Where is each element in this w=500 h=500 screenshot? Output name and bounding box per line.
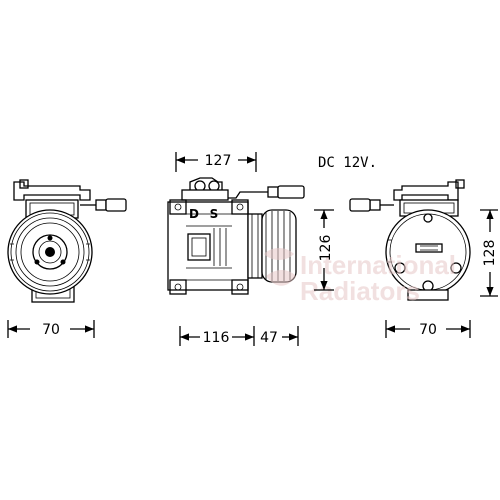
left-view-compressor <box>7 179 127 303</box>
dim-body-width-label: 116 <box>203 330 230 346</box>
watermark: International Radiators <box>264 248 456 306</box>
rear-view-compressor <box>349 179 471 301</box>
dimension-front-top-width: 127 <box>175 152 257 172</box>
dimension-left-width: 70 <box>7 320 95 338</box>
port-label-discharge: D <box>189 207 199 221</box>
front-view-compressor: D S <box>167 177 305 295</box>
watermark-line-2: Radiators <box>300 276 420 306</box>
dim-left-width-label: 70 <box>42 322 60 338</box>
dim-front-height-label: 126 <box>318 235 334 262</box>
voltage-label: DC 12V. <box>318 155 377 171</box>
dimension-front-bottom: 116 47 <box>179 326 299 346</box>
dim-rear-width-label: 70 <box>419 322 437 338</box>
dimension-rear-width: 70 <box>385 320 471 338</box>
dim-front-top-width-label: 127 <box>205 153 232 169</box>
port-label-suction: S <box>210 207 219 221</box>
dimension-rear-height: 128 <box>480 209 498 297</box>
dimension-front-height: 126 <box>314 209 334 291</box>
watermark-line-1: International <box>300 250 456 280</box>
dim-pulley-width-label: 47 <box>260 330 278 346</box>
dim-rear-height-label: 128 <box>482 240 498 267</box>
